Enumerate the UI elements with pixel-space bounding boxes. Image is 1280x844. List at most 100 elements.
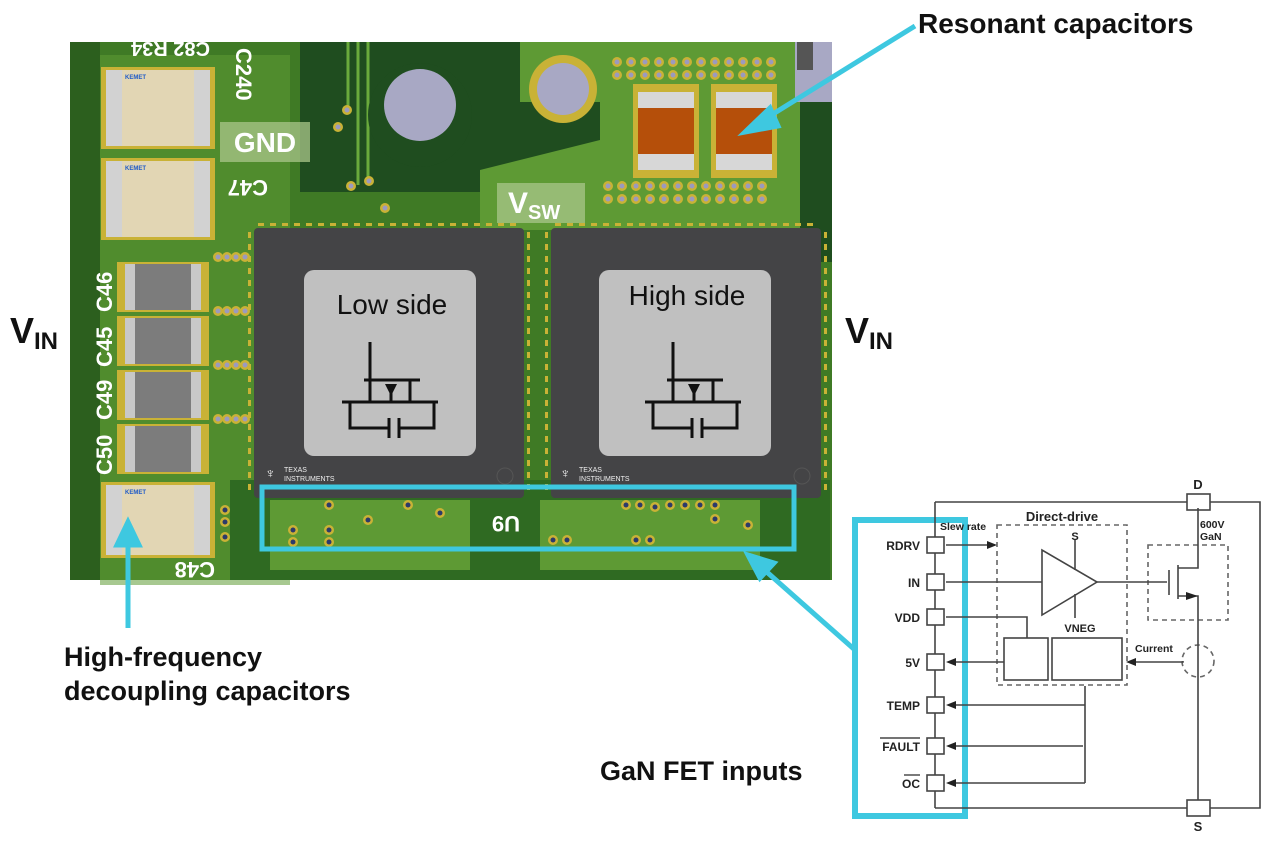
ti-logo-icon: ♆ [265,465,276,481]
drain-label: D [1193,477,1202,492]
gan-inputs-highlight-box [259,484,797,552]
vsw-label-bg [497,183,585,223]
grey-decoupling-capacitors [117,252,250,474]
svg-text:TEXAS: TEXAS [579,467,602,474]
source-line [1178,595,1199,800]
frame-right [1210,501,1261,809]
direct-drive-box [996,524,1128,686]
vneg-label: VNEG [1064,623,1095,635]
grey-capacitor [135,318,191,364]
protection-block [1051,637,1123,681]
pin1-marker [793,467,811,485]
resonant-capacitor-1 [633,84,699,178]
resonant-callout-line [758,23,917,125]
direct-drive-label: Direct-drive [1026,509,1098,524]
decoupling-capacitor-top-2 [101,158,215,240]
silkscreen-c49: C49 [92,380,117,420]
pin-label-in: IN [908,576,920,590]
mounting-hole-right [537,63,589,115]
cap-brand-label: KEMET [125,490,146,496]
via-array-top [612,57,776,80]
silkscreen-c47: C47 [228,175,268,200]
silkscreen-c48: C48 [175,557,215,582]
silkscreen-top-left: C82 R34 [130,37,210,59]
schematic-inputs-highlight-box [852,517,968,819]
schematic-pins [926,536,945,792]
vdd-line [946,616,1028,638]
decoupling-arrowhead [113,516,143,548]
pin-label-5v: 5V [905,656,920,670]
inputs-callout-line [758,564,857,652]
svg-text:INSTRUMENTS: INSTRUMENTS [284,476,335,483]
gnd-label: GND [234,127,296,158]
transistor-symbol-low-side [342,342,438,438]
vin-left-label: VIN [10,310,59,355]
pin1-marker [496,467,514,485]
pcb-traces [346,42,370,185]
pin-label-temp: TEMP [887,699,920,713]
inputs-arrowhead [743,550,779,583]
schematic-arrowheads [946,541,1198,787]
vias-bottom [220,500,753,547]
high-side-label-plate [599,270,771,456]
current-label: Current [1135,643,1173,655]
vsw-label: VSW [508,187,560,224]
gan-fet-inputs-label: GaN FET inputs [600,756,803,786]
pin-vdd [926,608,945,626]
source-label: S [1194,819,1203,834]
pin-rdrv [926,536,945,554]
hf-decoupling-label-line1: High-frequency [64,642,263,672]
slew-rate-label: Slew rate [940,521,986,533]
low-side-label: Low side [337,289,448,320]
pin-oc [926,774,945,792]
vin-right-label: VIN [845,310,894,355]
hf-decoupling-label-line2: decoupling capacitors [64,676,351,706]
grey-capacitor [135,426,191,472]
silkscreen-u9: U9 [492,511,520,536]
resonant-capacitors-label: Resonant capacitors [918,8,1194,39]
fet-voltage-label: 600V [1200,519,1225,531]
pin-label-rdrv: RDRV [886,539,920,553]
silkscreen-c50: C50 [92,435,117,475]
cap-brand-label: KEMET [125,75,146,81]
pin-temp [926,696,945,714]
grey-capacitor [135,372,191,418]
ti-logo-high: ♆ TEXAS INSTRUMENTS [560,465,630,483]
silkscreen-c240: C240 [231,48,256,101]
pin-label-oc: OC [902,777,920,791]
decoupling-capacitor-top-1 [101,67,215,149]
resonant-arrowhead [737,103,782,136]
svg-text:TEXAS: TEXAS [284,467,307,474]
transistor-symbol-high-side [645,342,741,438]
current-line [1130,661,1184,663]
pcb-edge-strip [70,42,100,580]
svg-text:INSTRUMENTS: INSTRUMENTS [579,476,630,483]
grey-capacitor [135,264,191,310]
callout-arrows [113,23,917,652]
silkscreen-c45: C45 [92,327,117,367]
regulator-block [1003,637,1049,681]
pin-label-vdd: VDD [895,611,921,625]
drain-line [1178,508,1199,569]
mounting-hole-left [384,69,456,141]
pin-fault [926,737,945,755]
high-side-label: High side [629,280,746,311]
driver-supply-label: S [1071,531,1078,543]
gnd-label-bg [220,122,310,162]
driver-amplifier-icon [1041,548,1099,617]
ti-logo-low: ♆ TEXAS INSTRUMENTS [265,465,335,483]
vias-small [333,105,390,213]
fet-type-label: GaN [1200,531,1222,543]
cap-brand-label: KEMET [125,166,146,172]
pin-label-fault: FAULT [882,740,920,754]
silkscreen-c46: C46 [92,272,117,312]
source-pin [1186,799,1211,817]
hf-decoupling-label: High-frequency decoupling capacitors [64,640,351,708]
pin-5v [926,653,945,671]
drain-pin [1186,493,1211,511]
pin-in [926,573,945,591]
ti-logo-icon: ♆ [560,465,571,481]
via-array-bottom [603,181,767,204]
